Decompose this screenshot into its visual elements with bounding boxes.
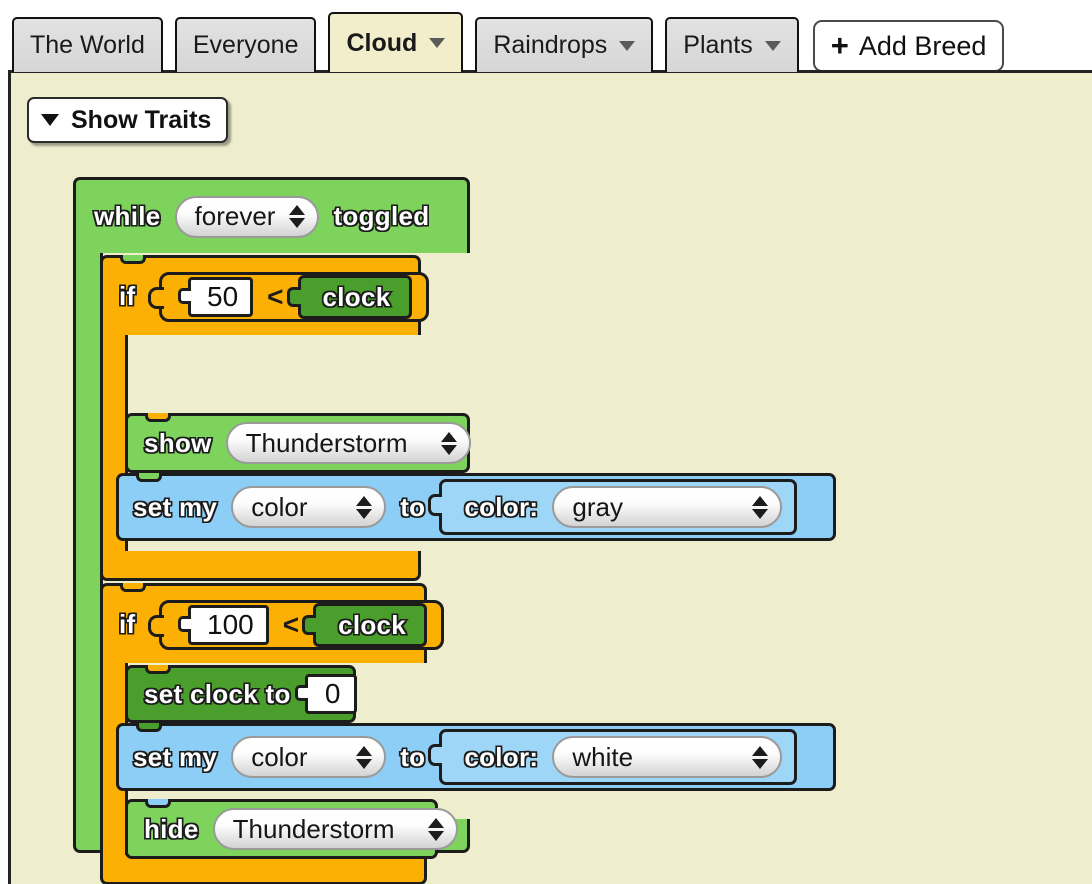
set-my-color-block-1[interactable]: set my color to color: gray: [116, 473, 836, 541]
if-2-condition-socket[interactable]: 100 < clock: [147, 600, 445, 650]
if-2-operator: <: [282, 609, 300, 640]
hide-breed-dropdown[interactable]: Thunderstorm: [212, 808, 458, 850]
tab-the-world[interactable]: The World: [12, 17, 163, 72]
hide-keyword: hide: [143, 812, 200, 845]
tab-everyone[interactable]: Everyone: [174, 17, 317, 72]
tab-label: Everyone: [192, 31, 299, 59]
stepper-arrows-icon[interactable]: [356, 745, 373, 769]
color-reporter-1[interactable]: color: gray: [428, 479, 798, 535]
set-my-color-block-2[interactable]: set my color to color: white: [116, 723, 836, 791]
color-value-dropdown-1[interactable]: gray: [552, 486, 783, 528]
while-condition-dropdown[interactable]: forever: [174, 195, 320, 238]
if-2-left-operand-input[interactable]: 100: [178, 605, 269, 645]
stepper-arrows-icon[interactable]: [427, 817, 444, 841]
if-block-2-footer[interactable]: [100, 855, 427, 884]
if-1-keyword: if: [117, 280, 136, 313]
block-notch: [145, 413, 171, 422]
tab-label: The World: [30, 31, 145, 59]
show-block[interactable]: show Thunderstorm: [125, 413, 471, 473]
stepper-arrows-icon[interactable]: [440, 431, 457, 455]
set-my-property-dropdown-1[interactable]: color: [231, 486, 387, 528]
color-value: gray: [572, 491, 623, 522]
if-2-keyword: if: [117, 608, 136, 641]
if-block-1-footer[interactable]: [100, 551, 421, 581]
set-clock-value-input[interactable]: 0: [294, 674, 357, 714]
if-block-1-header[interactable]: if 50 < clock: [100, 255, 429, 335]
chevron-down-icon[interactable]: [764, 40, 781, 51]
add-breed-button[interactable]: + Add Breed: [812, 20, 1005, 72]
chevron-down-icon[interactable]: [619, 40, 636, 51]
block-workspace-canvas[interactable]: while forever toggled if 50 < clock: [11, 73, 1092, 884]
set-my-keyword: set my: [131, 740, 218, 773]
block-notch: [145, 665, 171, 674]
hide-block[interactable]: hide Thunderstorm: [125, 799, 458, 859]
if-1-left-operand-input[interactable]: 50: [177, 277, 254, 317]
show-breed-value: Thunderstorm: [245, 427, 408, 458]
show-breed-dropdown[interactable]: Thunderstorm: [225, 422, 471, 464]
add-breed-label: Add Breed: [858, 30, 987, 61]
if-block-2-header[interactable]: if 100 < clock: [100, 583, 445, 663]
while-block-header[interactable]: while forever toggled: [73, 177, 470, 253]
stepper-arrows-icon[interactable]: [289, 205, 306, 228]
tab-plants[interactable]: Plants: [665, 17, 799, 72]
tab-label: Cloud: [346, 28, 418, 57]
color-value: white: [572, 741, 634, 772]
color-reporter-label: color:: [463, 490, 540, 523]
if-1-operator: <: [267, 281, 284, 312]
set-my-property-dropdown-2[interactable]: color: [231, 736, 387, 778]
tab-cloud[interactable]: Cloud: [328, 12, 464, 72]
block-notch: [136, 723, 162, 732]
block-notch: [136, 473, 162, 482]
set-clock-keyword: set clock to: [143, 677, 292, 710]
stepper-arrows-icon[interactable]: [752, 745, 769, 769]
color-reporter-label: color:: [463, 740, 540, 773]
block-notch: [145, 799, 171, 808]
block-notch: [120, 583, 146, 592]
block-notch: [120, 255, 146, 264]
breed-content-panel: Show Traits while forever toggled if 50: [8, 70, 1092, 884]
triangle-down-icon: [41, 114, 59, 126]
show-traits-label: Show Traits: [71, 105, 212, 134]
color-reporter-2[interactable]: color: white: [428, 729, 798, 785]
show-traits-button[interactable]: Show Traits: [27, 97, 229, 143]
set-my-property-value: color: [251, 491, 308, 522]
stepper-arrows-icon[interactable]: [752, 495, 769, 519]
tab-label: Plants: [683, 31, 753, 59]
set-my-property-value: color: [251, 741, 308, 772]
breed-tab-bar: The World Everyone Cloud Raindrops Plant…: [0, 0, 1092, 72]
clock-label: clock: [321, 280, 392, 313]
clock-reporter-1[interactable]: clock: [286, 275, 412, 319]
tab-label: Raindrops: [493, 31, 608, 59]
set-clock-block[interactable]: set clock to 0: [125, 665, 357, 723]
plus-icon: +: [830, 27, 849, 63]
tab-raindrops[interactable]: Raindrops: [475, 17, 654, 72]
show-keyword: show: [143, 426, 213, 459]
hide-breed-value: Thunderstorm: [232, 813, 395, 844]
clock-reporter-2[interactable]: clock: [302, 603, 428, 647]
set-my-keyword: set my: [131, 490, 218, 523]
while-block-spine: [73, 253, 103, 819]
set-my-to-keyword: to: [399, 740, 427, 773]
color-value-dropdown-2[interactable]: white: [552, 736, 783, 778]
clock-label: clock: [337, 608, 408, 641]
if-1-condition-socket[interactable]: 50 < clock: [148, 272, 429, 322]
while-suffix: toggled: [332, 200, 431, 233]
chevron-down-icon[interactable]: [429, 38, 446, 48]
while-condition-value: forever: [194, 201, 276, 231]
while-keyword: while: [93, 200, 162, 233]
set-my-to-keyword: to: [399, 490, 427, 523]
stepper-arrows-icon[interactable]: [356, 495, 373, 519]
